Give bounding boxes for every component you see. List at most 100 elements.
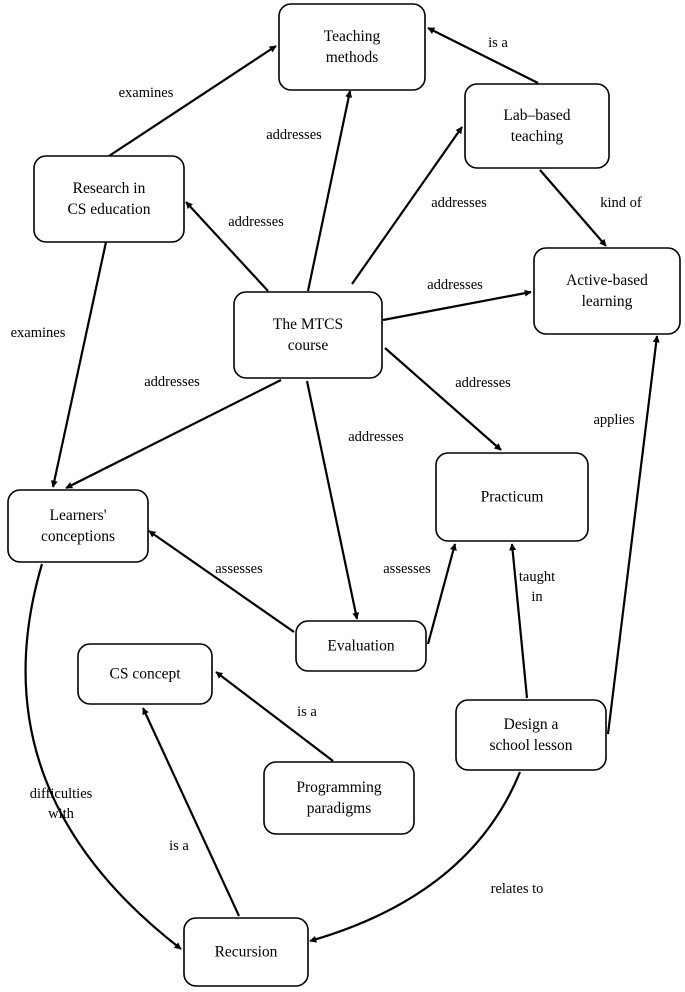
edge-label: assesses (215, 561, 263, 577)
edge-label: is a (488, 35, 508, 51)
label-line: methods (326, 49, 379, 66)
edge-label: addresses (427, 277, 483, 293)
edge-arrow (382, 289, 532, 322)
edge-mtcs-addresses-teaching: addresses (266, 90, 353, 292)
label-line: is a (169, 838, 189, 854)
node-label: Lab–based teaching (503, 107, 570, 145)
node-box (77, 643, 213, 705)
edge-label: is a (169, 838, 189, 854)
edge-lab-isa-teaching: is a (427, 27, 539, 84)
edge-mtcs-addresses-active: addresses (382, 277, 532, 322)
label-line: addresses (348, 429, 404, 445)
label-line: CS education (67, 201, 150, 218)
edge-label: kind of (600, 195, 642, 211)
node-recursion: Recursion (183, 917, 309, 987)
edge-mtcs-addresses-evaluation: addresses (305, 380, 404, 620)
edge-mtcs-addresses-lab: addresses (351, 126, 487, 285)
edge-arrow (148, 530, 295, 633)
node-active-based-learning: Active-based learning (533, 247, 681, 335)
node-box (33, 155, 185, 243)
edge-label: assesses (383, 561, 431, 577)
label-line: difficulties (30, 786, 93, 802)
node-lab-based-teaching: Lab–based teaching (464, 83, 610, 169)
edge-learners-difficulties-recursion: difficulties with (24, 563, 182, 950)
edge-evaluation-assesses-learners: assesses (148, 530, 295, 633)
label-line: relates to (491, 881, 544, 897)
label-line: is a (488, 35, 508, 51)
label-line: addresses (427, 277, 483, 293)
label-line: is a (297, 704, 317, 720)
edge-label: applies (593, 412, 634, 428)
node-label: Practicum (481, 489, 544, 506)
node-label: CS concept (109, 666, 181, 683)
node-box (278, 3, 426, 91)
edge-label: relates to (491, 881, 544, 897)
edge-label: difficulties with (30, 786, 93, 822)
node-evaluation: Evaluation (295, 620, 427, 672)
edge-arrow (50, 241, 108, 488)
edge-mtcs-addresses-learners: addresses (65, 374, 282, 489)
label-line: taught (519, 569, 555, 585)
edge-arrow (426, 543, 457, 645)
label-line: Design a (504, 716, 559, 733)
node-box (233, 291, 383, 379)
node-box (7, 489, 149, 563)
edge-design-taughtin-practicum: taught in (509, 543, 555, 699)
node-practicum: Practicum (435, 452, 589, 542)
edge-arrow (606, 335, 660, 735)
edge-label: addresses (455, 375, 511, 391)
node-label: Learners' conceptions (41, 507, 115, 545)
edge-arrow (108, 45, 277, 157)
edge-arrow (215, 671, 334, 762)
edge-research-examines-teaching: examines (108, 45, 277, 157)
label-line: course (288, 337, 329, 354)
label-line: addresses (431, 195, 487, 211)
label-line: Evaluation (327, 638, 394, 655)
label-line: assesses (383, 561, 431, 577)
edge-arrow (306, 90, 353, 292)
edge-arrow (65, 379, 282, 489)
edge-arrow (351, 126, 463, 285)
edge-arrow (24, 563, 182, 950)
node-box (263, 761, 415, 835)
node-box (464, 83, 610, 169)
edge-research-examines-learners: examines (11, 241, 108, 488)
edge-label: addresses (266, 127, 322, 143)
label-line: in (531, 589, 543, 605)
edge-arrow (305, 380, 360, 620)
edge-label: addresses (144, 374, 200, 390)
edge-mtcs-addresses-practicum: addresses (384, 347, 511, 451)
label-line: Active-based (566, 272, 648, 289)
label-line: conceptions (41, 528, 115, 545)
label-line: Learners' (49, 507, 106, 524)
label-line: addresses (455, 375, 511, 391)
label-line: Research in (73, 180, 146, 197)
label-line: Lab–based (503, 107, 570, 124)
edge-label: addresses (348, 429, 404, 445)
edge-arrow (509, 543, 529, 699)
label-line: teaching (511, 128, 564, 145)
label-line: addresses (228, 214, 284, 230)
node-box (455, 699, 607, 771)
label-line: CS concept (109, 666, 181, 683)
label-line: with (48, 806, 75, 822)
node-label: Active-based learning (566, 272, 648, 310)
edge-arrow (539, 169, 607, 247)
edge-mtcs-addresses-research: addresses (185, 201, 284, 292)
label-line: kind of (600, 195, 642, 211)
label-line: learning (582, 293, 633, 310)
edge-label: addresses (431, 195, 487, 211)
label-line: applies (593, 412, 634, 428)
edge-design-relatesto-recursion: relates to (309, 771, 544, 943)
label-line: Practicum (481, 489, 544, 506)
edge-evaluation-assesses-practicum: assesses (383, 543, 457, 645)
node-research-cs-education: Research in CS education (33, 155, 185, 243)
edge-arrow (309, 771, 522, 943)
